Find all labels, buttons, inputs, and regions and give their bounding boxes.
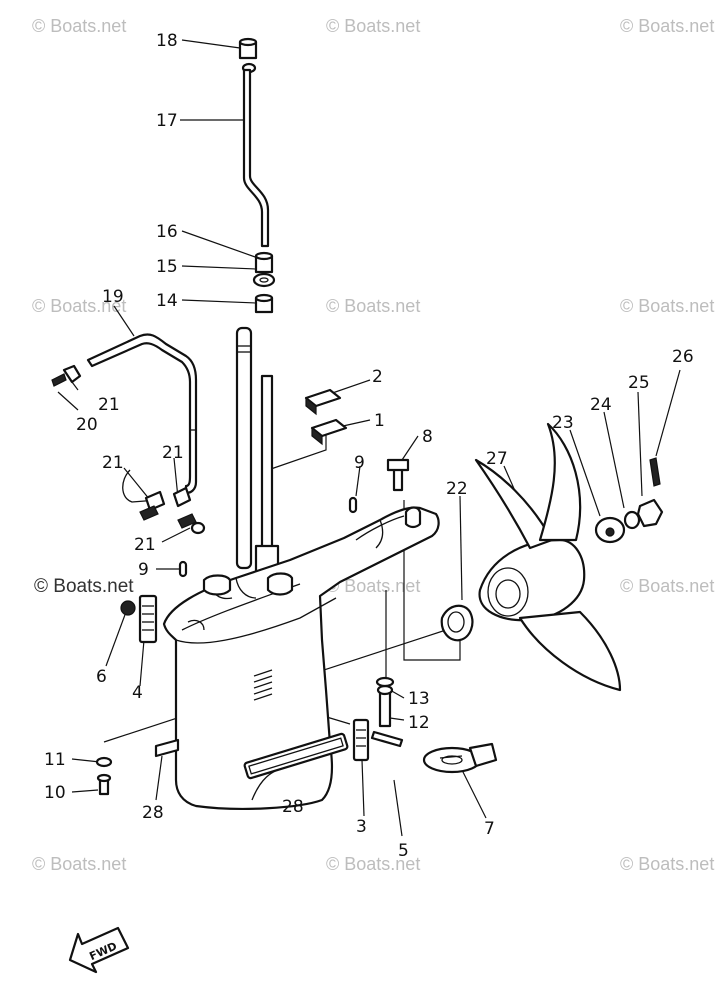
callout-23: 23 <box>552 413 574 433</box>
watermark-layer: © Boats.net © Boats.net © Boats.net © Bo… <box>32 16 714 874</box>
fwd-direction-badge: FWD <box>68 926 130 974</box>
callout-9: 9 <box>138 560 149 580</box>
part-21-clip-b <box>144 490 166 512</box>
part-7-anode <box>422 742 498 774</box>
hose-loop <box>122 469 159 503</box>
callout-4: 4 <box>132 683 143 703</box>
callout-27: 27 <box>486 449 508 469</box>
part-25-nut <box>636 498 664 528</box>
part-4-strainer <box>138 594 158 644</box>
callout-14: 14 <box>156 291 178 311</box>
callout-5: 5 <box>398 841 409 861</box>
callout-24: 24 <box>590 395 612 415</box>
driveshaft-group <box>235 37 280 578</box>
watermark: © Boats.net <box>32 16 126 36</box>
water-intake-screen <box>253 669 273 701</box>
part-13-washer <box>375 676 395 688</box>
watermark: © Boats.net <box>32 854 126 874</box>
drive-shaft <box>235 326 253 570</box>
callout-9: 9 <box>354 453 365 473</box>
part-26-cotter-pin <box>649 457 661 487</box>
part-9-dowel-b <box>178 560 188 578</box>
watermark: © Boats.net <box>620 16 714 36</box>
callout-6: 6 <box>96 667 107 687</box>
watermark: © Boats.net <box>326 576 420 596</box>
callout-16: 16 <box>156 222 178 242</box>
watermark: © Boats.net <box>620 576 714 596</box>
housing-boss <box>404 506 422 529</box>
part-9-dowel <box>348 496 358 514</box>
part-21-clip <box>62 364 82 384</box>
part-12-bolt <box>378 688 392 728</box>
watermark: © Boats.net <box>34 576 134 597</box>
part-28-tab <box>154 738 180 758</box>
watermark: © Boats.net <box>620 854 714 874</box>
callout-20: 20 <box>76 415 98 435</box>
part-19-hose <box>86 333 198 494</box>
watermark: © Boats.net <box>620 296 714 316</box>
part-27-propeller-hub <box>478 538 586 622</box>
callout-18: 18 <box>156 31 178 51</box>
watermark: © Boats.net <box>326 854 420 874</box>
callout-19: 19 <box>102 287 124 307</box>
part-15-seal <box>252 272 276 288</box>
propeller-blade-bottom <box>518 610 622 692</box>
callout-21: 21 <box>162 443 184 463</box>
watermark: © Boats.net <box>32 296 126 316</box>
pins-1-2 <box>304 388 348 446</box>
callout-7: 7 <box>484 819 495 839</box>
callout-21: 21 <box>102 453 124 473</box>
propeller-assembly <box>440 422 664 692</box>
housing-collar <box>202 574 232 596</box>
callout-22: 22 <box>446 479 468 499</box>
callout-21: 21 <box>98 395 120 415</box>
watermark: © Boats.net <box>326 296 420 316</box>
callout-28: 28 <box>282 797 304 817</box>
propeller-blade-top <box>474 458 554 550</box>
callout-15: 15 <box>156 257 178 277</box>
callout-17: 17 <box>156 111 178 131</box>
part-28-decal <box>243 732 349 780</box>
callout-25: 25 <box>628 373 650 393</box>
callout-26: 26 <box>672 347 694 367</box>
callout-1: 1 <box>374 411 385 431</box>
callout-2: 2 <box>372 367 383 387</box>
callout-21: 21 <box>134 535 156 555</box>
callout-11: 11 <box>44 750 66 770</box>
callout-28: 28 <box>142 803 164 823</box>
callout-labels: 18 17 16 15 14 19 21 20 2 1 8 9 21 21 21… <box>44 31 694 861</box>
part-11-washer <box>95 756 113 768</box>
part-5-screw <box>370 730 404 748</box>
propeller-blade-right <box>538 422 582 542</box>
lower-casing <box>154 506 440 810</box>
part-22-thrust-washer <box>440 604 474 642</box>
part-17-water-tube <box>242 68 270 248</box>
callout-13: 13 <box>408 689 430 709</box>
callout-3: 3 <box>356 817 367 837</box>
watermark: © Boats.net <box>326 16 420 36</box>
callout-12: 12 <box>408 713 430 733</box>
hardware <box>95 458 410 796</box>
hose-assembly <box>51 333 206 535</box>
callout-10: 10 <box>44 783 66 803</box>
part-3-strainer <box>352 718 370 762</box>
shift-rod <box>260 374 274 554</box>
leader-lines <box>57 39 681 837</box>
part-24-washer <box>623 510 641 530</box>
callout-8: 8 <box>422 427 433 447</box>
part-20-screw <box>51 373 67 387</box>
part-21-clip-d <box>177 513 197 529</box>
part-21-clip-c <box>172 486 192 508</box>
part-6-nut <box>120 600 136 616</box>
